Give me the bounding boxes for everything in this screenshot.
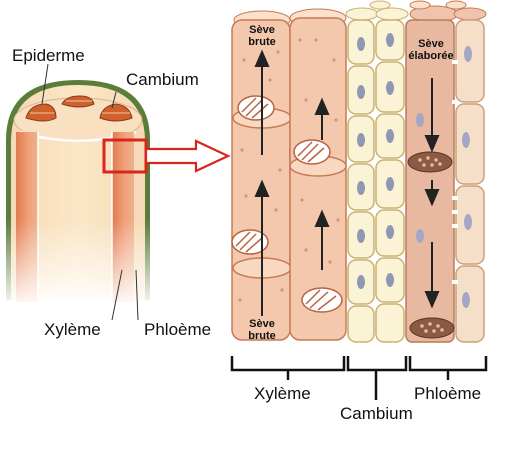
label-seve-brute-top: Sève brute [248, 24, 276, 48]
label-seve-elaboree: Sève élaborée [408, 38, 454, 62]
label-phloeme-left: Phloème [144, 320, 212, 339]
flow-down-arrow-icon [424, 78, 440, 309]
label-xyleme-bottom: Xylème [254, 384, 311, 403]
xylem-pits [238, 38, 340, 302]
stem-illustration [0, 63, 160, 321]
region-brackets [230, 356, 488, 400]
phloem-bracket [408, 356, 488, 372]
label-cambium-top: Cambium [126, 70, 199, 89]
cambium-nuclei [357, 33, 394, 289]
label-xyleme-left: Xylème [44, 320, 101, 339]
label-seve-brute-bottom: Sève brute [248, 318, 276, 342]
label-cambium-bottom: Cambium [340, 404, 413, 423]
cambium-cells [347, 19, 405, 343]
phloem-tissue [405, 19, 485, 343]
xylem-bracket [230, 356, 346, 372]
cambium-bracket [346, 356, 408, 372]
xylem-vessel-2 [289, 17, 347, 341]
top-vascular-bundles [25, 95, 133, 122]
tissue-enlargement [231, 0, 487, 343]
zoom-arrow-icon [144, 139, 231, 173]
phloem-pits [452, 60, 458, 284]
label-epiderme: Epiderme [12, 46, 85, 65]
label-phloeme-bottom: Phloème [414, 384, 482, 403]
flow-up-arrow-icon [254, 49, 330, 316]
